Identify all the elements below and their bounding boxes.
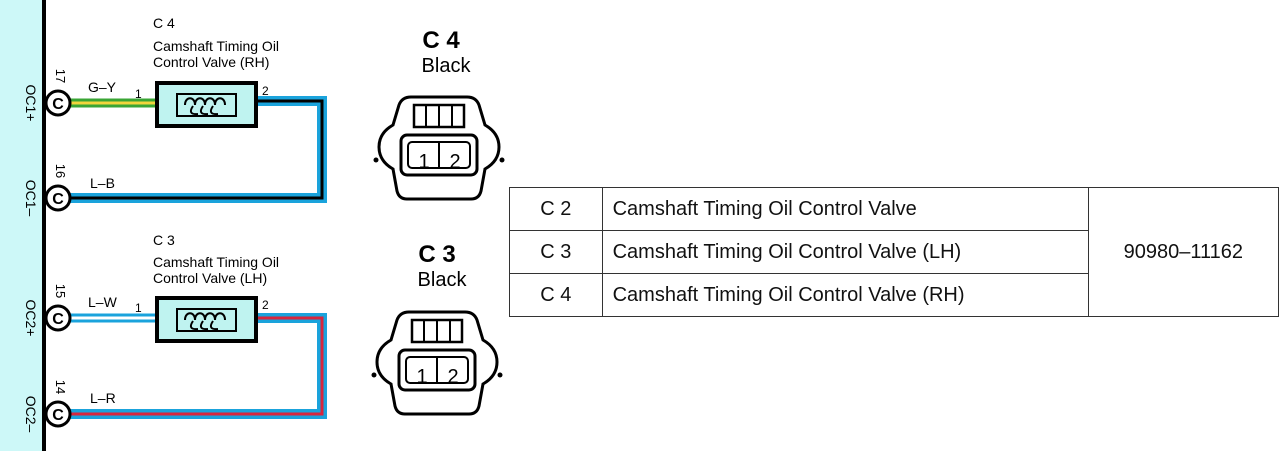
valve-c3-code: C 3 <box>153 232 175 248</box>
connector-c3-face <box>371 310 503 416</box>
connector-c4-pin1: 1 <box>418 151 429 173</box>
ecm-pin-15: 15 <box>53 284 68 298</box>
table-row: C 2 Camshaft Timing Oil Control Valve 90… <box>509 187 1279 317</box>
parts-table: C 2 Camshaft Timing Oil Control Valve 90… <box>509 187 1279 317</box>
part-code: C 2 <box>509 187 603 231</box>
ecm-terminal-16: C 16 OC1– <box>23 164 72 217</box>
ecm-label-oc1minus: OC1– <box>23 180 39 217</box>
table-row: C 3 Camshaft Timing Oil Control Valve (L… <box>509 230 1279 274</box>
table-row: C 4 Camshaft Timing Oil Control Valve (R… <box>509 273 1279 317</box>
ecm-panel <box>0 0 44 451</box>
connector-c3-code: C 3 <box>418 241 455 268</box>
ecm-label-oc2minus: OC2– <box>23 396 39 433</box>
svg-text:C: C <box>52 96 64 113</box>
svg-text:C: C <box>52 407 64 424</box>
part-name: Camshaft Timing Oil Control Valve (RH) <box>601 273 1089 317</box>
connector-c3-color: Black <box>418 269 468 291</box>
part-code: C 3 <box>509 230 603 274</box>
wire-label-lb: L–B <box>90 175 115 191</box>
part-name: Camshaft Timing Oil Control Valve (LH) <box>601 230 1089 274</box>
connector-c3-pin1: 1 <box>416 366 427 388</box>
svg-text:C: C <box>52 311 64 328</box>
valve-c4-pin-right: 2 <box>262 84 269 98</box>
lower-circuit-wires <box>70 313 327 419</box>
ecm-terminal-14: C 14 OC2– <box>23 380 72 433</box>
part-number: 90980–11162 <box>1087 187 1279 317</box>
ecm-label-oc1plus: OC1+ <box>23 85 39 122</box>
ecm-pin-17: 17 <box>53 69 68 83</box>
ecm-pin-14: 14 <box>53 380 68 394</box>
connector-c4-color: Black <box>422 55 472 77</box>
svg-text:C: C <box>52 191 64 208</box>
valve-c3-pin-right: 2 <box>262 298 269 312</box>
valve-c4-pin-left: 1 <box>135 87 142 101</box>
wire-label-gy: G–Y <box>88 79 117 95</box>
valve-c4-name-line2: Control Valve (RH) <box>153 54 269 70</box>
connector-c4-pin2: 2 <box>449 151 460 173</box>
ecm-label-oc2plus: OC2+ <box>23 300 39 337</box>
valve-c4-code: C 4 <box>153 15 175 31</box>
wire-label-lr: L–R <box>90 390 116 406</box>
connector-c4-code: C 4 <box>422 27 460 54</box>
wire-label-lw: L–W <box>88 294 118 310</box>
valve-c3-name-line2: Control Valve (LH) <box>153 270 267 286</box>
valve-c3-pin-left: 1 <box>135 301 142 315</box>
connector-c4-face <box>373 95 505 201</box>
upper-circuit-wires <box>70 96 327 203</box>
valve-c4-symbol <box>155 81 258 128</box>
valve-c3-name-line1: Camshaft Timing Oil <box>153 254 279 270</box>
connector-c3-pin2: 2 <box>447 366 458 388</box>
valve-c4-name-line1: Camshaft Timing Oil <box>153 38 279 54</box>
valve-c3-symbol <box>155 296 258 343</box>
ecm-terminal-17: C 17 OC1+ <box>23 69 72 122</box>
ecm-terminal-15: C 15 OC2+ <box>23 284 72 337</box>
part-name: Camshaft Timing Oil Control Valve <box>601 187 1089 231</box>
ecm-pin-16: 16 <box>53 164 68 178</box>
part-code: C 4 <box>509 273 603 317</box>
